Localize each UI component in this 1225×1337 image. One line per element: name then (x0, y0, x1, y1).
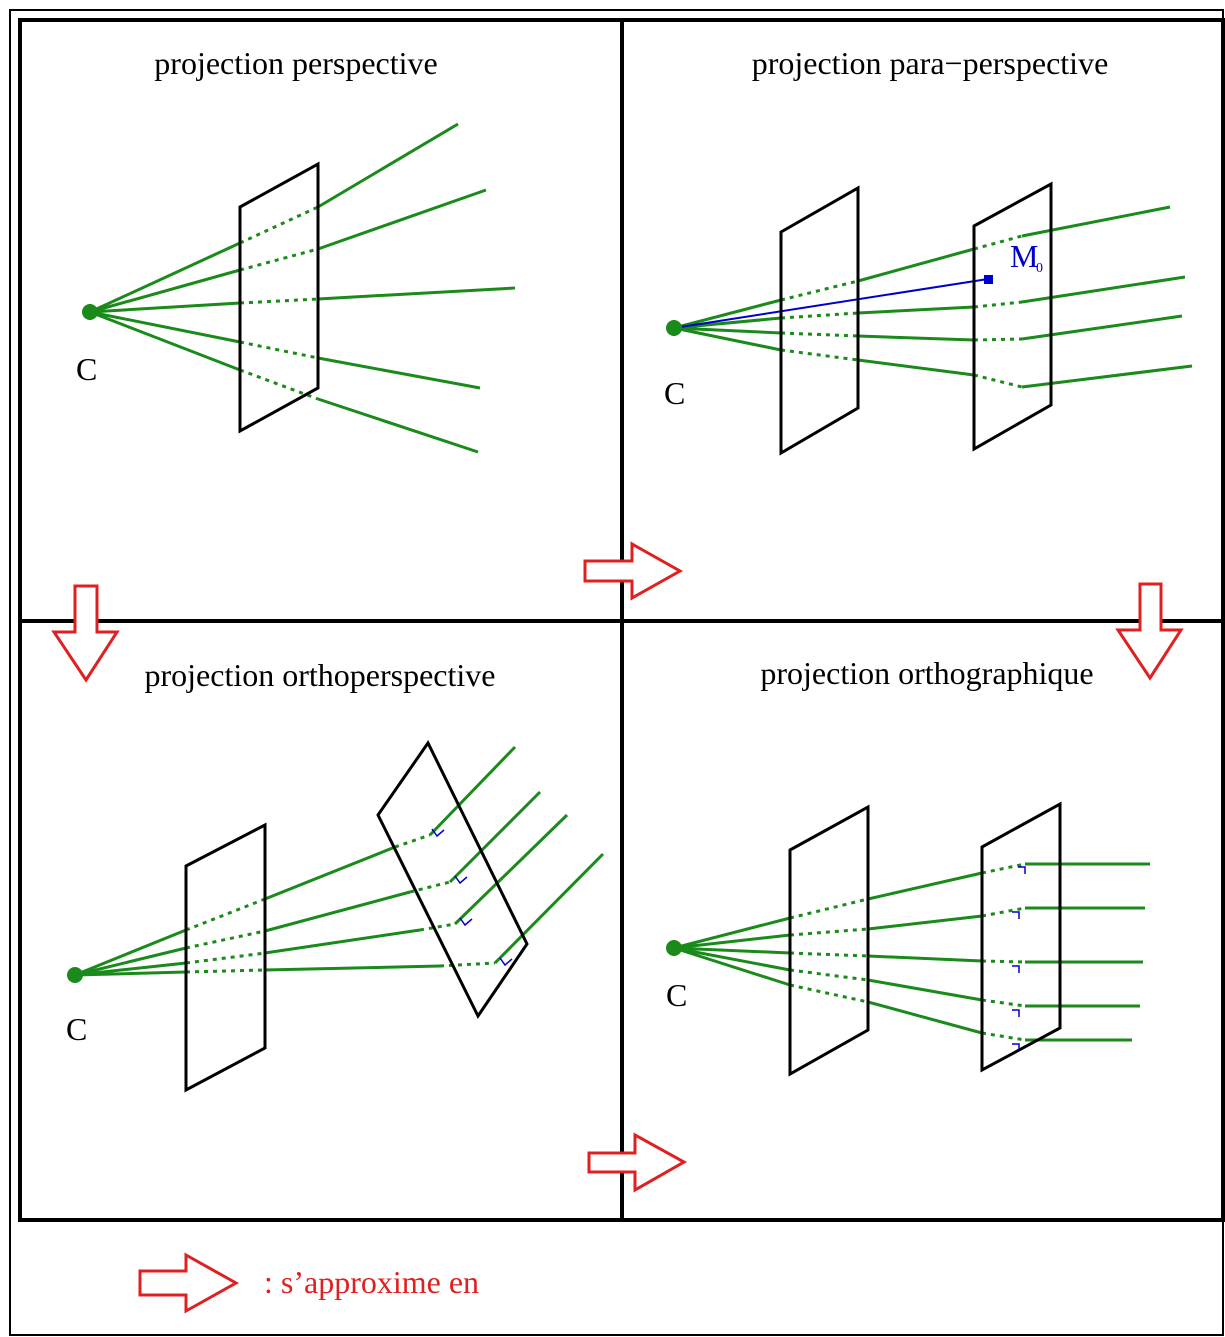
panel-para-perspective: projection para−perspective C M (664, 45, 1193, 456)
panel-perspective: projection perspective C (76, 45, 516, 454)
image-plane (779, 185, 860, 456)
right-angle-mark (454, 875, 468, 885)
right-angle-mark (1012, 911, 1020, 919)
optical-center (666, 320, 682, 336)
optical-center (666, 940, 682, 956)
center-label: C (66, 1011, 87, 1047)
point-m0 (984, 275, 993, 284)
ray-to-m0 (673, 278, 989, 329)
approximation-arrow-down-right (1115, 582, 1184, 681)
approximation-arrow-right-bottom (587, 1132, 688, 1193)
m0-subscript: 0 (1036, 261, 1043, 276)
panel-orthoperspective: projection orthoperspective (66, 657, 605, 1093)
approximation-arrow-right-top (583, 541, 684, 601)
right-angle-mark (1012, 1009, 1020, 1017)
object-plane (980, 801, 1062, 1073)
panel-title: projection orthographique (760, 655, 1093, 691)
right-angle-mark (499, 957, 513, 967)
center-label: C (664, 375, 685, 411)
approximation-arrow-down-left (51, 584, 120, 683)
optical-center (82, 304, 98, 320)
panel-title: projection para−perspective (752, 45, 1109, 81)
m0-label: M (1010, 238, 1038, 274)
center-label: C (76, 351, 97, 387)
legend-arrow-icon (138, 1252, 240, 1314)
panel-title: projection orthoperspective (145, 657, 496, 693)
object-plane (972, 181, 1053, 452)
legend-text: : s’approxime en (264, 1264, 479, 1300)
object-plane (376, 740, 529, 1019)
optical-center (67, 967, 83, 983)
right-angle-mark (1012, 965, 1020, 973)
image-plane (788, 804, 870, 1077)
right-angle-mark (1018, 866, 1026, 874)
right-angle-mark (431, 828, 445, 838)
panel-orthographique: projection orthographique (666, 655, 1150, 1077)
center-label: C (666, 977, 687, 1013)
image-plane (238, 161, 320, 434)
right-angle-mark (459, 917, 473, 927)
legend: : s’approxime en (138, 1252, 479, 1314)
image-plane (184, 822, 267, 1093)
panel-title: projection perspective (154, 45, 437, 81)
